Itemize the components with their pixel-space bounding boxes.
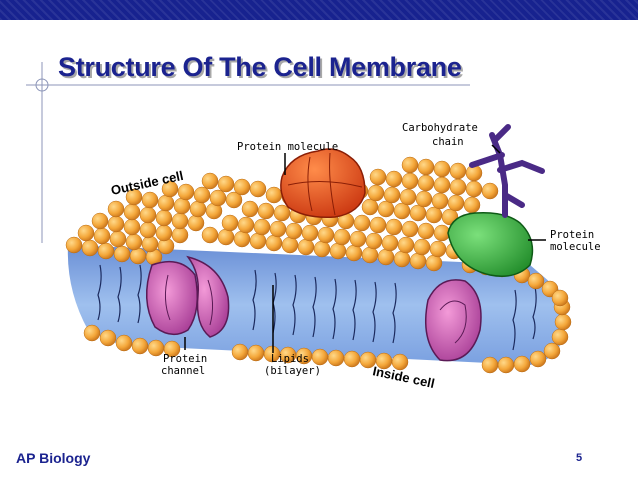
label-protein-right-line1: Protein xyxy=(550,229,594,241)
slide-title: Structure Of The Cell Membrane xyxy=(58,52,462,83)
label-protein-channel-line1: Protein xyxy=(163,353,207,365)
footer-course-label: AP Biology xyxy=(16,450,90,466)
label-carbohydrate-line1: Carbohydrate xyxy=(402,122,478,134)
label-lipids-line2: (bilayer) xyxy=(264,365,321,377)
label-carbohydrate-line2: chain xyxy=(432,136,464,148)
carbohydrate-chain-shape xyxy=(472,127,542,215)
slide-page-number: 5 xyxy=(576,452,582,464)
cell-membrane-diagram: Protein molecule Carbohydrate chain Outs… xyxy=(60,115,620,415)
protein-molecule-top-shape xyxy=(281,149,365,217)
label-protein-molecule-top: Protein molecule xyxy=(237,141,338,153)
label-protein-right-line2: molecule xyxy=(550,241,601,253)
label-lipids-line1: Lipids xyxy=(271,353,309,365)
label-protein-channel-line2: channel xyxy=(161,365,205,377)
